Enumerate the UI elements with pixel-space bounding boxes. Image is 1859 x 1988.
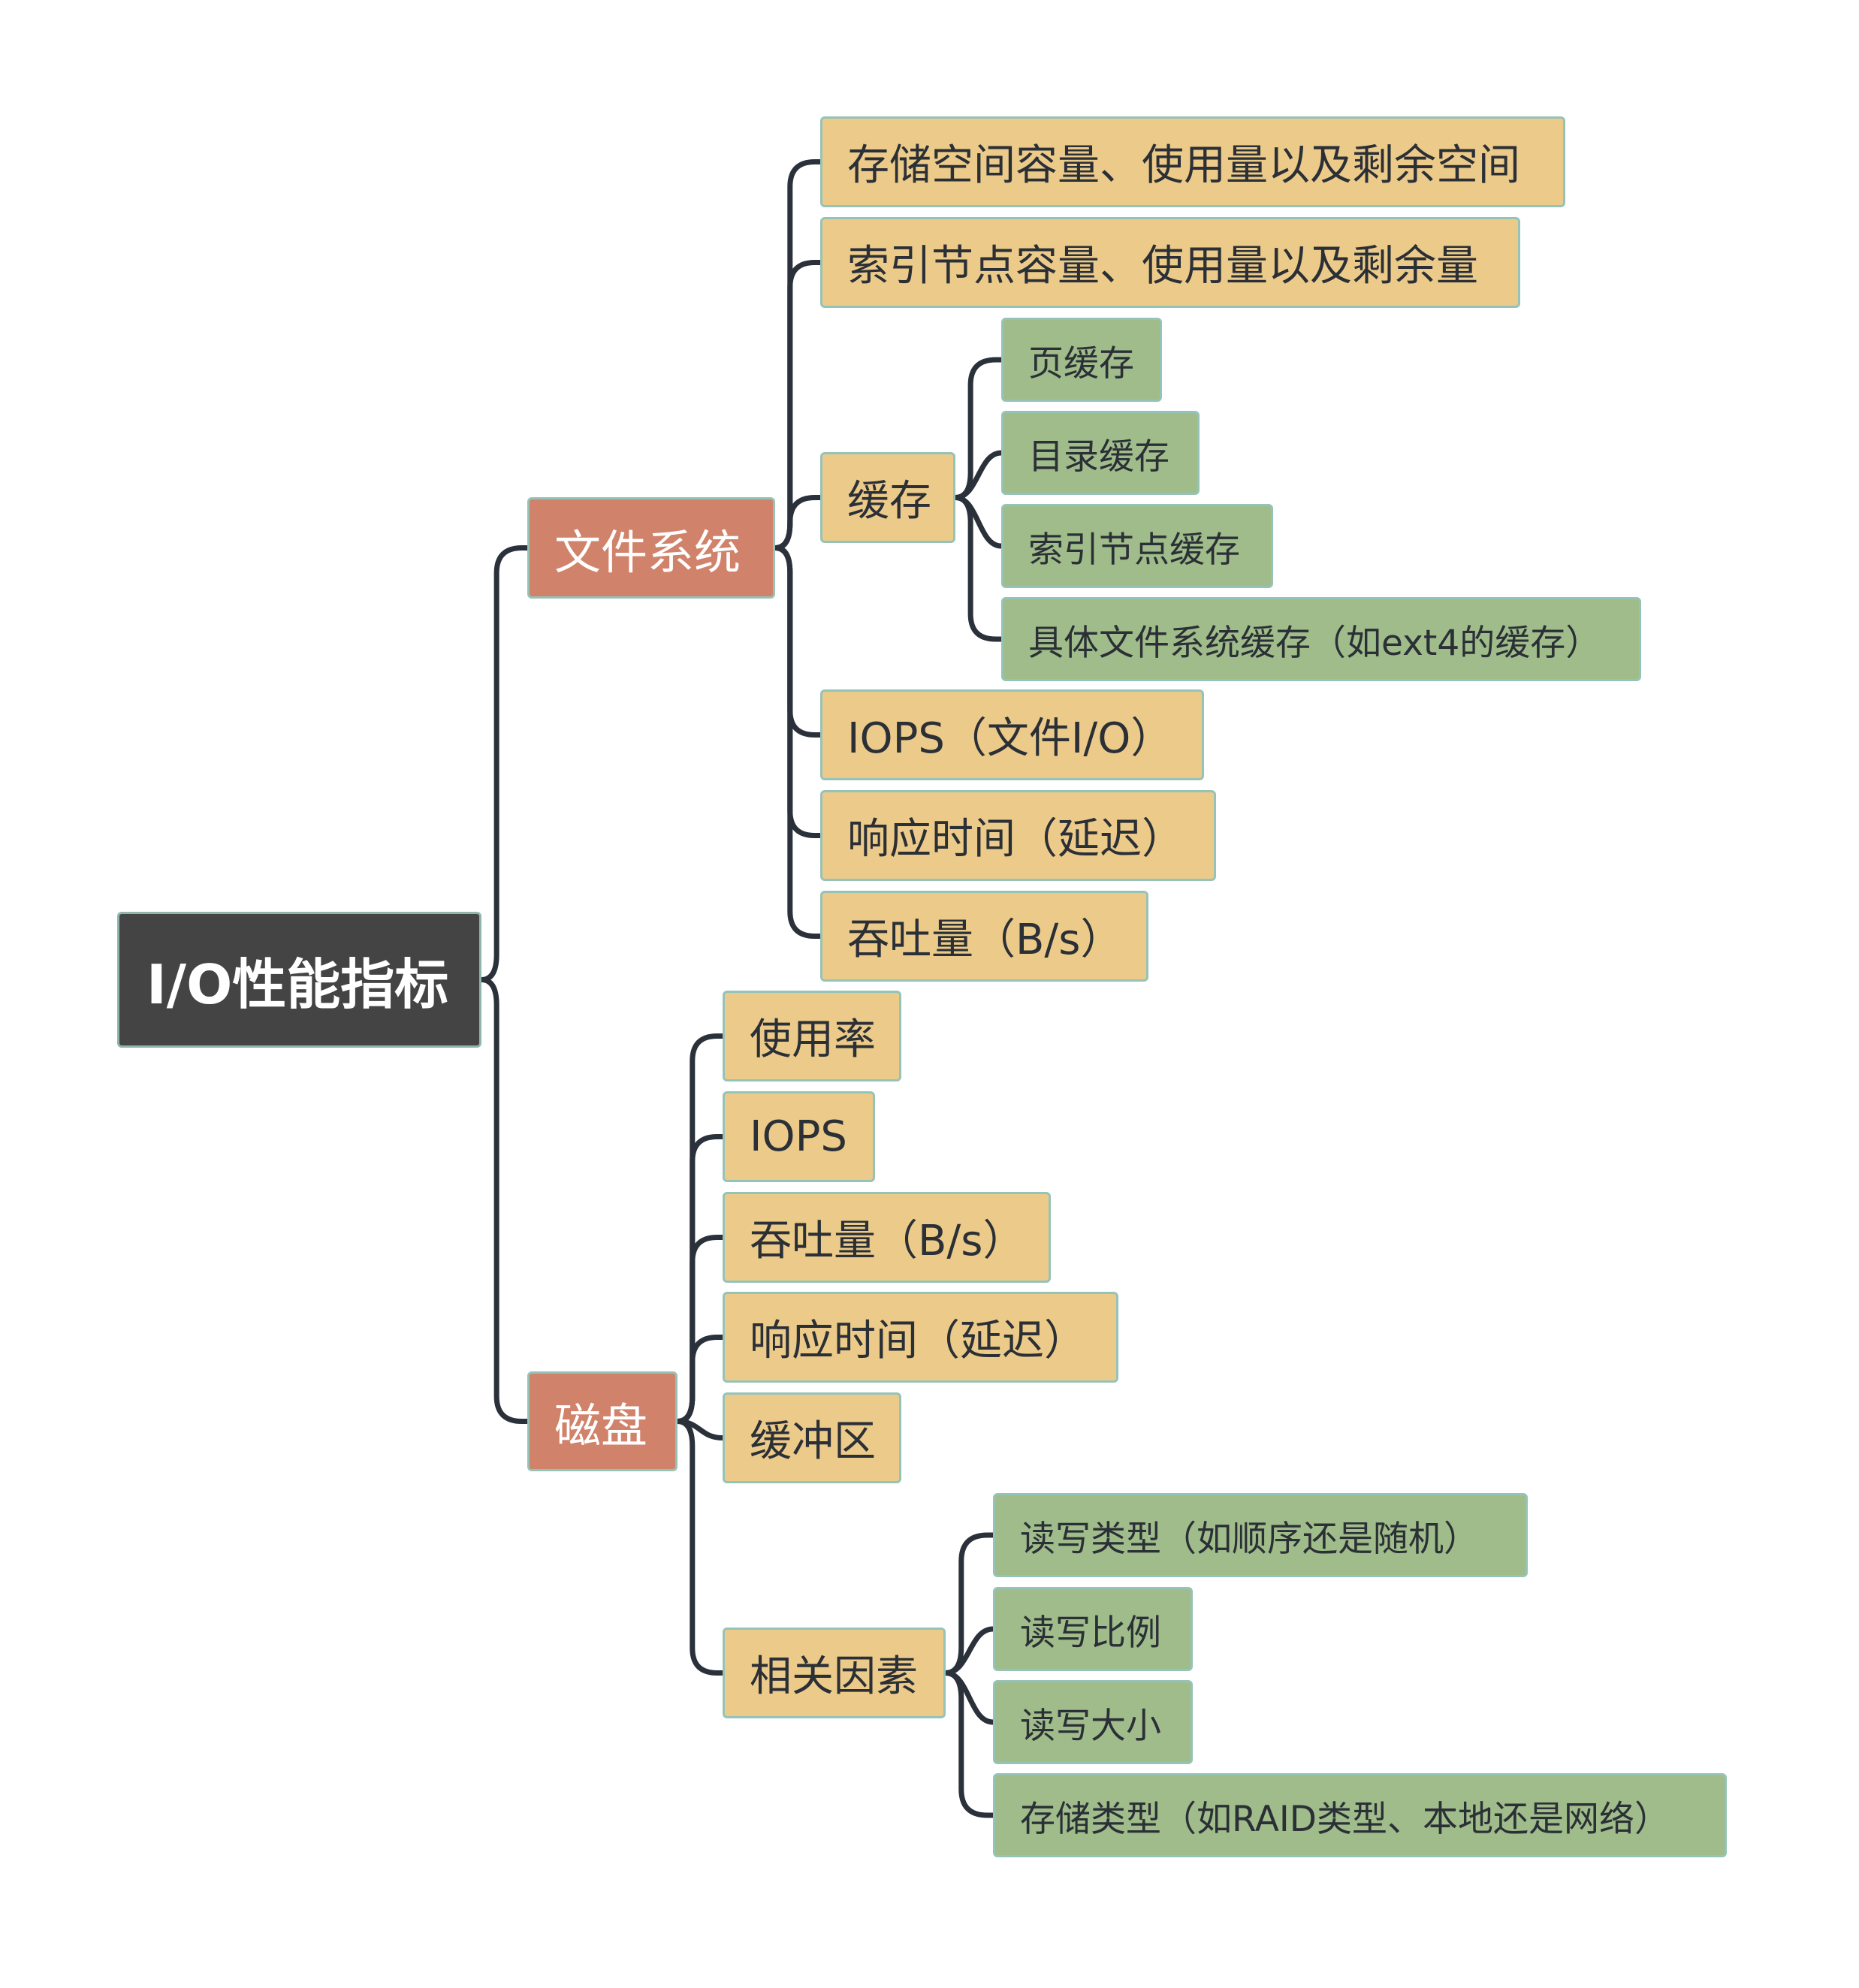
subtopic-fs-throughput[interactable]: 吞吐量（B/s） <box>820 891 1148 982</box>
connector-fs-to-fs-throughput <box>772 545 823 939</box>
subtopic-inode-capacity-label: 索引节点容量、使用量以及剩余量 <box>847 242 1478 291</box>
subtopic-disk-usage[interactable]: 使用率 <box>723 991 901 1081</box>
connector-fs-cache-to-c3 <box>952 495 1004 642</box>
connector-fs-to-fs-iops <box>772 545 823 738</box>
subtopic-fs-latency-label: 响应时间（延迟） <box>847 815 1184 864</box>
connector-d-factors-to-f2 <box>943 1670 996 1725</box>
factor-rw-size-label: 读写大小 <box>1020 1705 1161 1747</box>
subtopic-related-factors[interactable]: 相关因素 <box>723 1628 946 1718</box>
subtopic-fs-iops[interactable]: IOPS（文件I/O） <box>820 689 1204 780</box>
connector-disk-to-d-throughput <box>674 1235 726 1424</box>
connector-fs-to-fs-cache <box>772 495 823 551</box>
topic-filesystem-label: 文件系统 <box>554 524 741 580</box>
connector-d-factors-to-f3 <box>943 1670 996 1818</box>
connector-disk-to-d-usage <box>674 1033 726 1424</box>
topic-disk[interactable]: 磁盘 <box>527 1371 678 1471</box>
subtopic-inode-capacity[interactable]: 索引节点容量、使用量以及剩余量 <box>820 217 1520 308</box>
cache-item-fs-specific-cache[interactable]: 具体文件系统缓存（如ext4的缓存） <box>1001 597 1641 681</box>
subtopic-fs-throughput-label: 吞吐量（B/s） <box>847 916 1123 964</box>
subtopic-disk-iops-label: IOPS <box>750 1112 847 1161</box>
root-topic-label: I/O性能指标 <box>146 953 449 1016</box>
subtopic-disk-usage-label: 使用率 <box>750 1015 876 1064</box>
subtopic-disk-throughput[interactable]: 吞吐量（B/s） <box>723 1192 1051 1283</box>
factor-rw-type[interactable]: 读写类型（如顺序还是随机） <box>993 1493 1528 1577</box>
connector-root-to-disk <box>478 977 530 1424</box>
subtopic-storage-capacity-label: 存储空间容量、使用量以及剩余空间 <box>847 141 1520 190</box>
cache-item-inode-cache[interactable]: 索引节点缓存 <box>1001 504 1273 588</box>
connector-fs-to-fs-storage <box>772 159 823 551</box>
connector-disk-to-d-iops <box>674 1134 726 1424</box>
topic-filesystem[interactable]: 文件系统 <box>527 497 775 599</box>
connector-fs-cache-to-c1 <box>952 450 1004 500</box>
subtopic-disk-buffer-label: 缓冲区 <box>750 1417 876 1466</box>
cache-item-page-cache-label: 页缓存 <box>1028 342 1134 385</box>
subtopic-disk-buffer[interactable]: 缓冲区 <box>723 1392 901 1483</box>
cache-item-dentry-cache-label: 目录缓存 <box>1028 436 1169 478</box>
topic-disk-label: 磁盘 <box>554 1398 648 1453</box>
subtopic-disk-latency-label: 响应时间（延迟） <box>750 1317 1086 1365</box>
connector-fs-cache-to-c2 <box>952 495 1004 549</box>
factor-rw-type-label: 读写类型（如顺序还是随机） <box>1020 1518 1479 1560</box>
factor-storage-type-label: 存储类型（如RAID类型、本地还是网络） <box>1020 1798 1670 1840</box>
subtopic-fs-cache[interactable]: 缓存 <box>820 452 955 543</box>
connector-disk-to-d-latency <box>674 1335 726 1424</box>
cache-item-fs-specific-cache-label: 具体文件系统缓存（如ext4的缓存） <box>1028 622 1601 664</box>
connector-d-factors-to-f1 <box>943 1626 996 1676</box>
subtopic-related-factors-label: 相关因素 <box>750 1652 918 1701</box>
cache-item-inode-cache-label: 索引节点缓存 <box>1028 529 1240 571</box>
subtopic-disk-throughput-label: 吞吐量（B/s） <box>750 1217 1025 1266</box>
factor-rw-ratio-label: 读写比例 <box>1020 1612 1161 1654</box>
connector-root-to-fs <box>478 545 530 982</box>
connector-fs-to-fs-latency <box>772 545 823 838</box>
factor-rw-size[interactable]: 读写大小 <box>993 1680 1193 1764</box>
connector-disk-to-d-factors <box>674 1419 726 1676</box>
subtopic-storage-capacity[interactable]: 存储空间容量、使用量以及剩余空间 <box>820 116 1565 207</box>
root-topic[interactable]: I/O性能指标 <box>117 912 481 1048</box>
cache-item-page-cache[interactable]: 页缓存 <box>1001 318 1162 402</box>
subtopic-fs-latency[interactable]: 响应时间（延迟） <box>820 790 1216 881</box>
subtopic-disk-latency[interactable]: 响应时间（延迟） <box>723 1292 1118 1383</box>
cache-item-dentry-cache[interactable]: 目录缓存 <box>1001 411 1200 495</box>
subtopic-fs-cache-label: 缓存 <box>847 477 931 526</box>
subtopic-fs-iops-label: IOPS（文件I/O） <box>847 714 1173 763</box>
factor-rw-ratio[interactable]: 读写比例 <box>993 1587 1193 1671</box>
factor-storage-type[interactable]: 存储类型（如RAID类型、本地还是网络） <box>993 1773 1727 1857</box>
subtopic-disk-iops[interactable]: IOPS <box>723 1091 875 1182</box>
